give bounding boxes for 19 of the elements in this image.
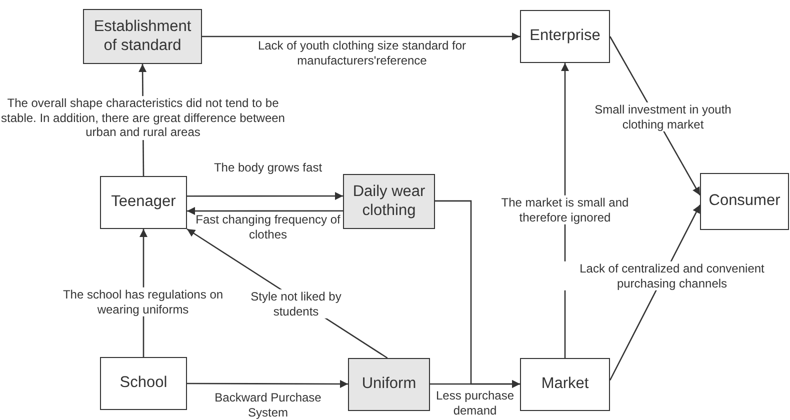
process-box: Enterprise [520, 10, 610, 63]
arrow [187, 192, 343, 200]
process-box: Teenager [100, 176, 187, 229]
edge-label: Backward Purchase System [214, 390, 322, 420]
edge-label: The body grows fast [212, 160, 324, 176]
process-box: School [100, 357, 187, 410]
arrow [187, 380, 348, 388]
process-box: Daily wear clothing [343, 174, 435, 229]
edge-label: Fast changing frequency of clothes [194, 212, 342, 242]
process-box: Uniform [348, 358, 430, 411]
process-box: Establishment of standard [83, 9, 202, 64]
process-box: Consumer [700, 173, 789, 230]
edge-label: Less purchase demand [434, 388, 516, 418]
arrow [187, 206, 343, 215]
edge-label: Lack of youth clothing size standard for manufacturers'reference [256, 38, 468, 68]
arrow [435, 200, 520, 388]
edge-label: The overall shape characteristics did not tend to be stable. In addition, there are great difference between urban and rural areas [0, 96, 288, 140]
process-box: Market [520, 358, 610, 411]
arrow [202, 32, 520, 40]
